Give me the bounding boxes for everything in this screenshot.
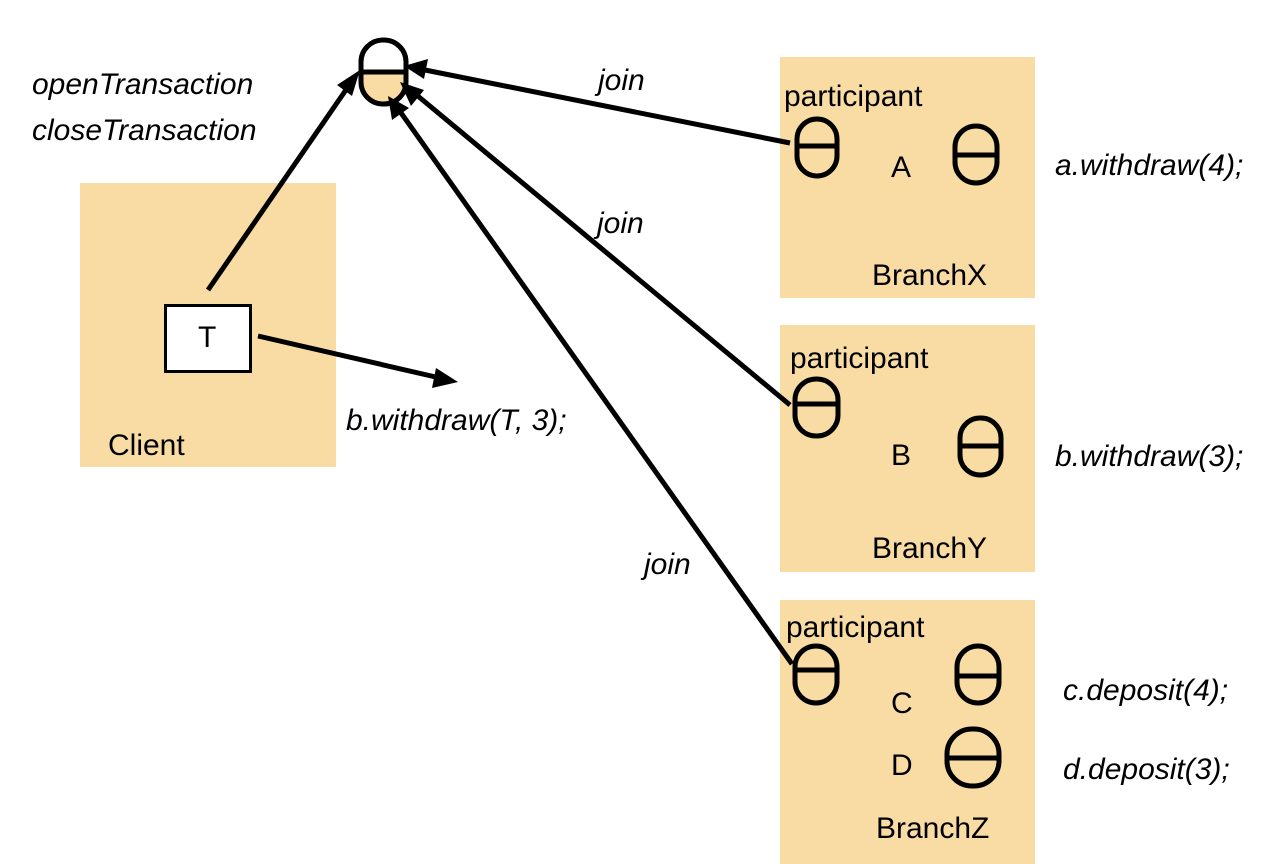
participant-label-y: participant	[790, 342, 929, 375]
participant-label-x: participant	[784, 80, 923, 113]
open-close-arrow	[205, 70, 360, 292]
object-label-c: C	[891, 687, 913, 720]
join-arrow-z	[388, 96, 795, 666]
branch-z-box	[780, 600, 1035, 864]
client-call-label: b.withdraw(T, 3);	[346, 404, 567, 437]
branch-x-name: BranchX	[872, 259, 988, 292]
join-arrow-x	[404, 59, 791, 146]
participant-object-z-icon	[792, 643, 840, 706]
account-a-icon	[952, 123, 1000, 186]
coordinator-object-icon	[358, 37, 409, 107]
operation-a-withdraw: a.withdraw(4);	[1055, 149, 1244, 182]
branch-z-name: BranchZ	[876, 812, 990, 845]
participant-object-y-icon	[792, 376, 841, 439]
join-label-z: join	[644, 548, 691, 581]
participant-label-z: participant	[786, 611, 925, 644]
participant-object-x-icon	[794, 116, 840, 179]
join-label-y: join	[597, 207, 644, 240]
transaction-label: T	[198, 321, 217, 354]
operation-b-withdraw: b.withdraw(3);	[1055, 440, 1244, 473]
account-c-icon	[954, 643, 1002, 706]
account-b-icon	[957, 415, 1004, 478]
branch-y-name: BranchY	[872, 532, 988, 565]
open-transaction-label: openTransaction	[32, 68, 254, 101]
object-label-a: A	[891, 151, 912, 184]
transaction-box	[164, 304, 252, 373]
operation-c-deposit: c.deposit(4);	[1063, 674, 1229, 707]
object-label-d: D	[891, 749, 913, 782]
object-label-b: B	[891, 439, 912, 472]
close-transaction-label: closeTransaction	[32, 114, 257, 147]
withdraw-call-arrow	[257, 333, 458, 388]
join-arrow-y	[400, 82, 792, 407]
join-label-x: join	[598, 64, 645, 97]
operation-d-deposit: d.deposit(3);	[1063, 753, 1230, 786]
account-d-icon	[944, 726, 1002, 789]
client-label: Client	[108, 429, 185, 462]
